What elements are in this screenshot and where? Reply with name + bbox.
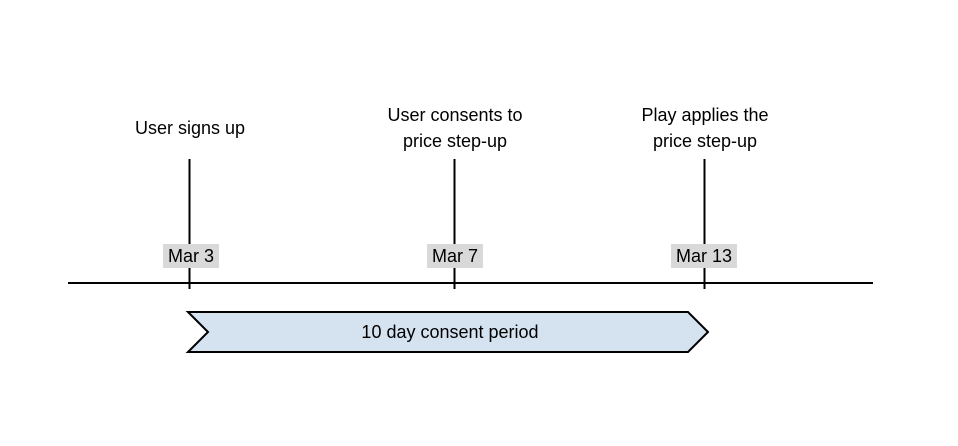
consent-period-banner — [185, 311, 710, 353]
event-label-signup: User signs up — [134, 118, 246, 138]
banner-label: 10 day consent period — [361, 322, 539, 342]
event-label-apply: Play applies the price step-up — [641, 105, 769, 151]
event-date-badge-apply: Mar 13 — [670, 244, 738, 268]
event-date-badge-consent: Mar 7 — [426, 244, 484, 268]
event-date-badge-signup: Mar 3 — [162, 244, 220, 268]
event-label-consent: User consents to price step-up — [387, 105, 523, 151]
